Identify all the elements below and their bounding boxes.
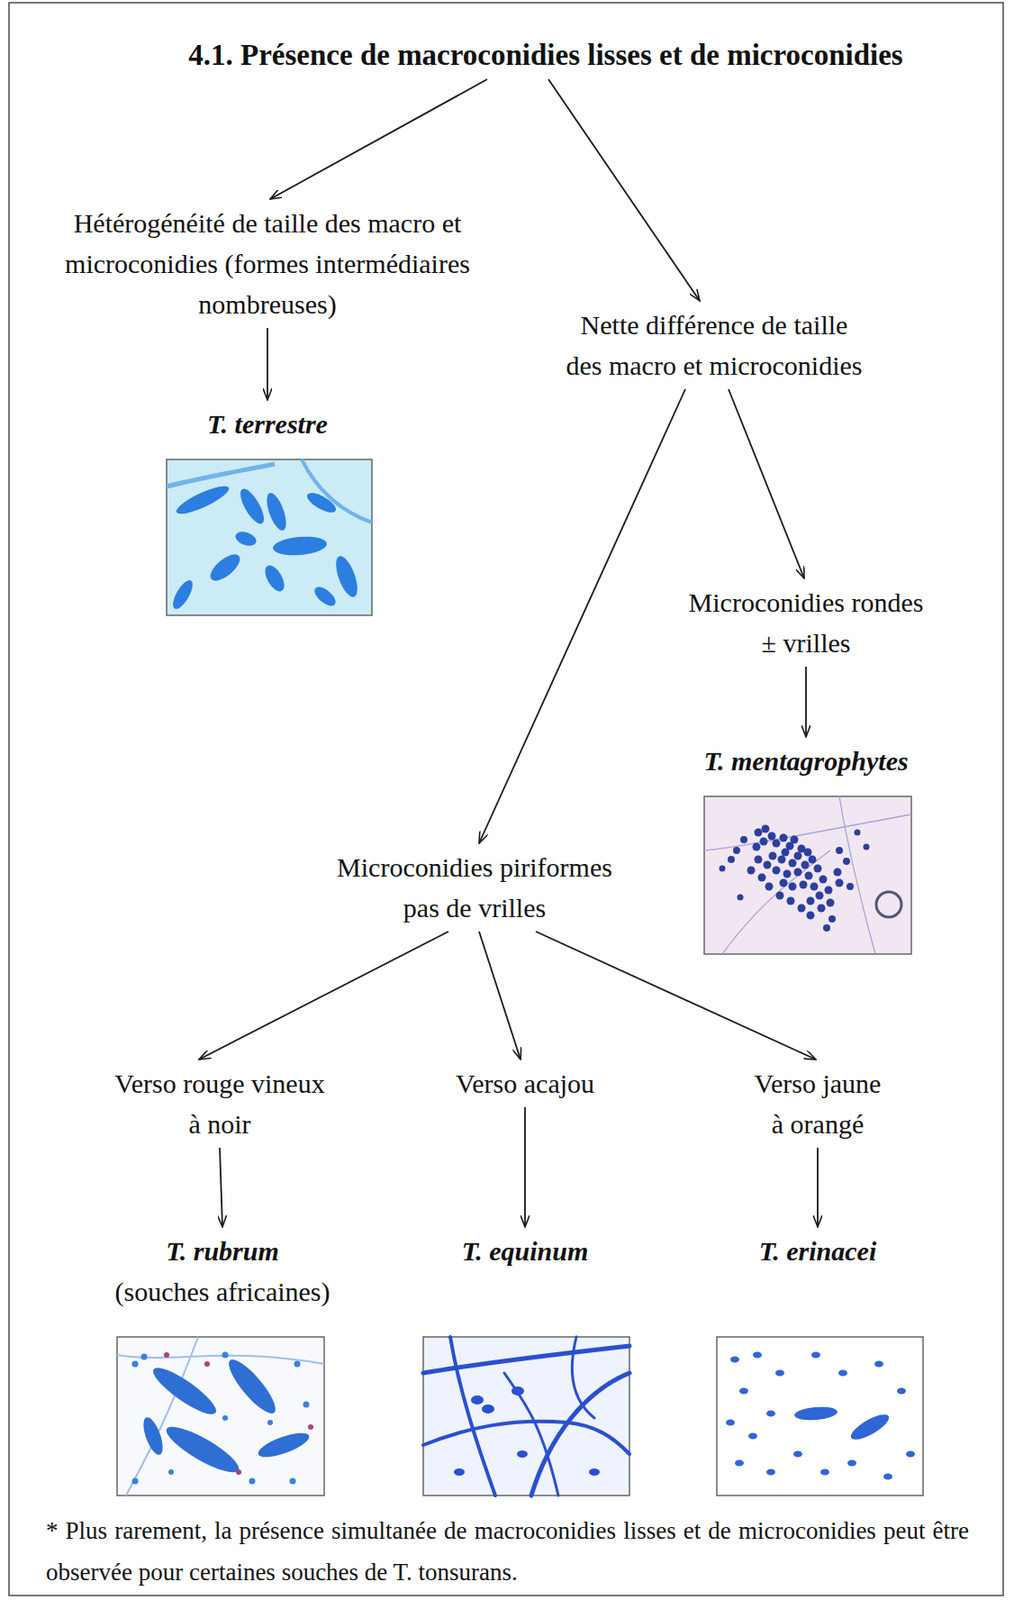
flow-arrow [479,931,521,1060]
flow-arrow [479,389,686,843]
flow-arrow [728,389,805,579]
heading-node: 4.1. Présence de macroconidies lisses et… [184,34,906,76]
criterion-text: Verso acajou [455,1062,595,1104]
micrograph-erinacei [716,1336,924,1495]
flow-arrow [805,666,807,737]
species-node: T. equinum [458,1230,593,1271]
flow-arrow [219,1147,223,1227]
figure-frame [9,2,1004,1595]
species-node: T. terrestre [203,403,332,444]
criterion-text: Hétérogénéité de taille des macro et mic… [60,202,475,325]
species-node: T. erinacei [755,1230,881,1271]
species-name: T. equinum [461,1230,589,1271]
criterion-text: Verso rouge vineux à noir [108,1062,331,1144]
criterion-node: Verso acajou [452,1062,598,1104]
micrograph-terrestre [166,459,372,616]
criterion-text: Nette différence de taille des macro et … [561,304,867,386]
flow-arrow [816,1147,819,1227]
footnote-caption: * Plus rarement, la présence simultanée … [45,1509,969,1593]
flow-arrow [266,327,269,400]
flow-arrow [270,79,488,200]
species-name: T. terrestre [207,403,328,444]
flow-arrow [548,79,700,301]
flow-arrow [524,1106,526,1227]
criterion-text: Verso jaune à orangé [748,1062,888,1144]
micrograph-mentagrophytes [704,796,912,954]
criterion-node: Verso rouge vineux à noir [105,1062,335,1144]
species-node: T. rubrum(souches africaines) [110,1230,334,1312]
micrograph-rubrum [117,1336,325,1495]
flow-arrow [535,931,816,1060]
criterion-node: Hétérogénéité de taille des macro et mic… [56,202,479,325]
criterion-node: Nette différence de taille des macro et … [558,304,870,386]
micrograph-equinum [423,1336,630,1495]
flow-arrow [199,931,449,1060]
criterion-node: Verso jaune à orangé [744,1062,892,1144]
criterion-text: Microconidies rondes ± vrilles [683,581,929,663]
species-name: (souches africaines) [114,1270,330,1312]
criterion-node: Microconidies piriformes pas de vrilles [323,846,626,928]
species-node: T. mentagrophytes [699,740,912,781]
criterion-text: Microconidies piriformes pas de vrilles [326,846,623,928]
species-name: T. rubrum [114,1230,330,1271]
species-name: T. erinacei [759,1230,878,1271]
criterion-node: Microconidies rondes ± vrilles [679,581,933,663]
species-name: T. mentagrophytes [703,740,908,781]
heading-text: 4.1. Présence de macroconidies lisses et… [188,34,903,76]
